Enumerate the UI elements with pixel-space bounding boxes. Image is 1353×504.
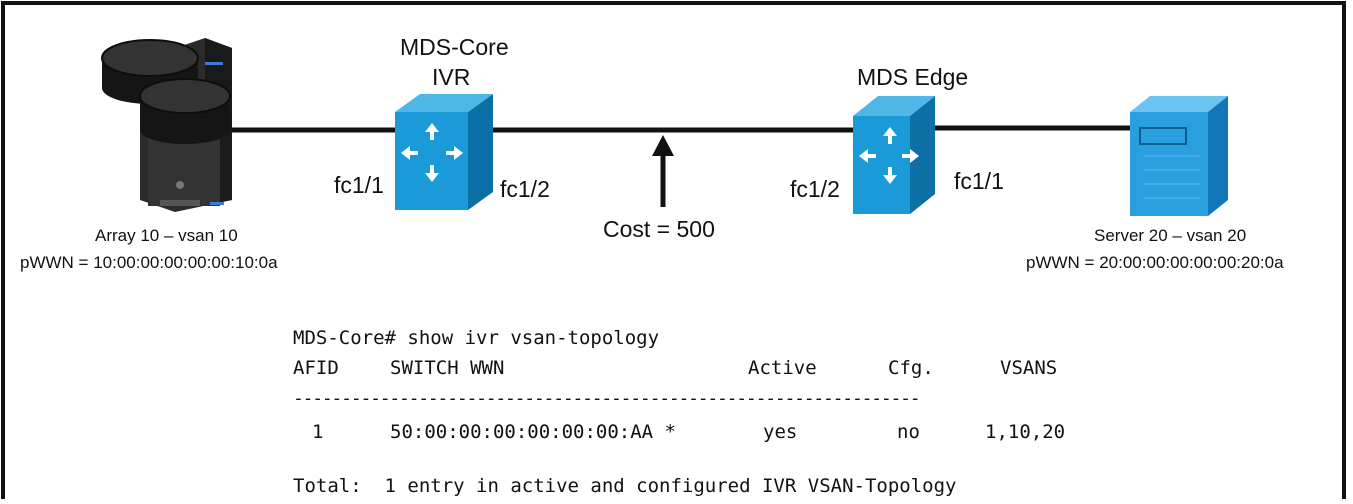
up-arrow-icon — [652, 135, 674, 207]
core-switch-name: MDS-Core — [400, 34, 509, 60]
cli-row-afid: 1 — [312, 421, 324, 443]
cost-label: Cost = 500 — [603, 216, 715, 242]
cli-row-active: yes — [763, 421, 798, 443]
edge-port-left: fc1/2 — [790, 176, 840, 202]
server-label: Server 20 – vsan 20 — [1094, 226, 1247, 245]
cli-row-cfg: no — [897, 421, 920, 443]
core-port-right: fc1/2 — [500, 176, 550, 202]
cli-row-switch-wwn: 50:00:00:00:00:00:00:AA * — [390, 421, 676, 443]
array-pwwn: pWWN = 10:00:00:00:00:00:10:0a — [20, 253, 278, 272]
switch-arrows-icon — [395, 94, 493, 210]
edge-port-right: fc1/1 — [954, 168, 1004, 194]
edge-switch-name: MDS Edge — [857, 64, 969, 90]
cli-header-switch-wwn: SWITCH WWN — [390, 357, 505, 379]
cli-prompt: MDS-Core# show ivr vsan-topology — [293, 327, 660, 349]
core-port-left: fc1/1 — [334, 172, 384, 198]
server-pwwn: pWWN = 20:00:00:00:00:00:20:0a — [1026, 253, 1284, 272]
cli-row-vsans: 1,10,20 — [985, 421, 1066, 443]
cli-header-vsans: VSANS — [1000, 357, 1058, 379]
cli-header-active: Active — [748, 357, 817, 379]
cli-header-cfg: Cfg. — [888, 357, 934, 379]
cli-total: Total: 1 entry in active and configured … — [293, 475, 957, 497]
core-switch-role: IVR — [432, 64, 471, 90]
storage-array-icon — [101, 38, 232, 212]
server-tower-icon — [1130, 96, 1228, 216]
switch-arrows-icon — [853, 96, 935, 214]
cli-header-afid: AFID — [293, 357, 339, 379]
array-label: Array 10 – vsan 10 — [95, 226, 238, 245]
cli-separator: ----------------------------------------… — [293, 388, 921, 409]
